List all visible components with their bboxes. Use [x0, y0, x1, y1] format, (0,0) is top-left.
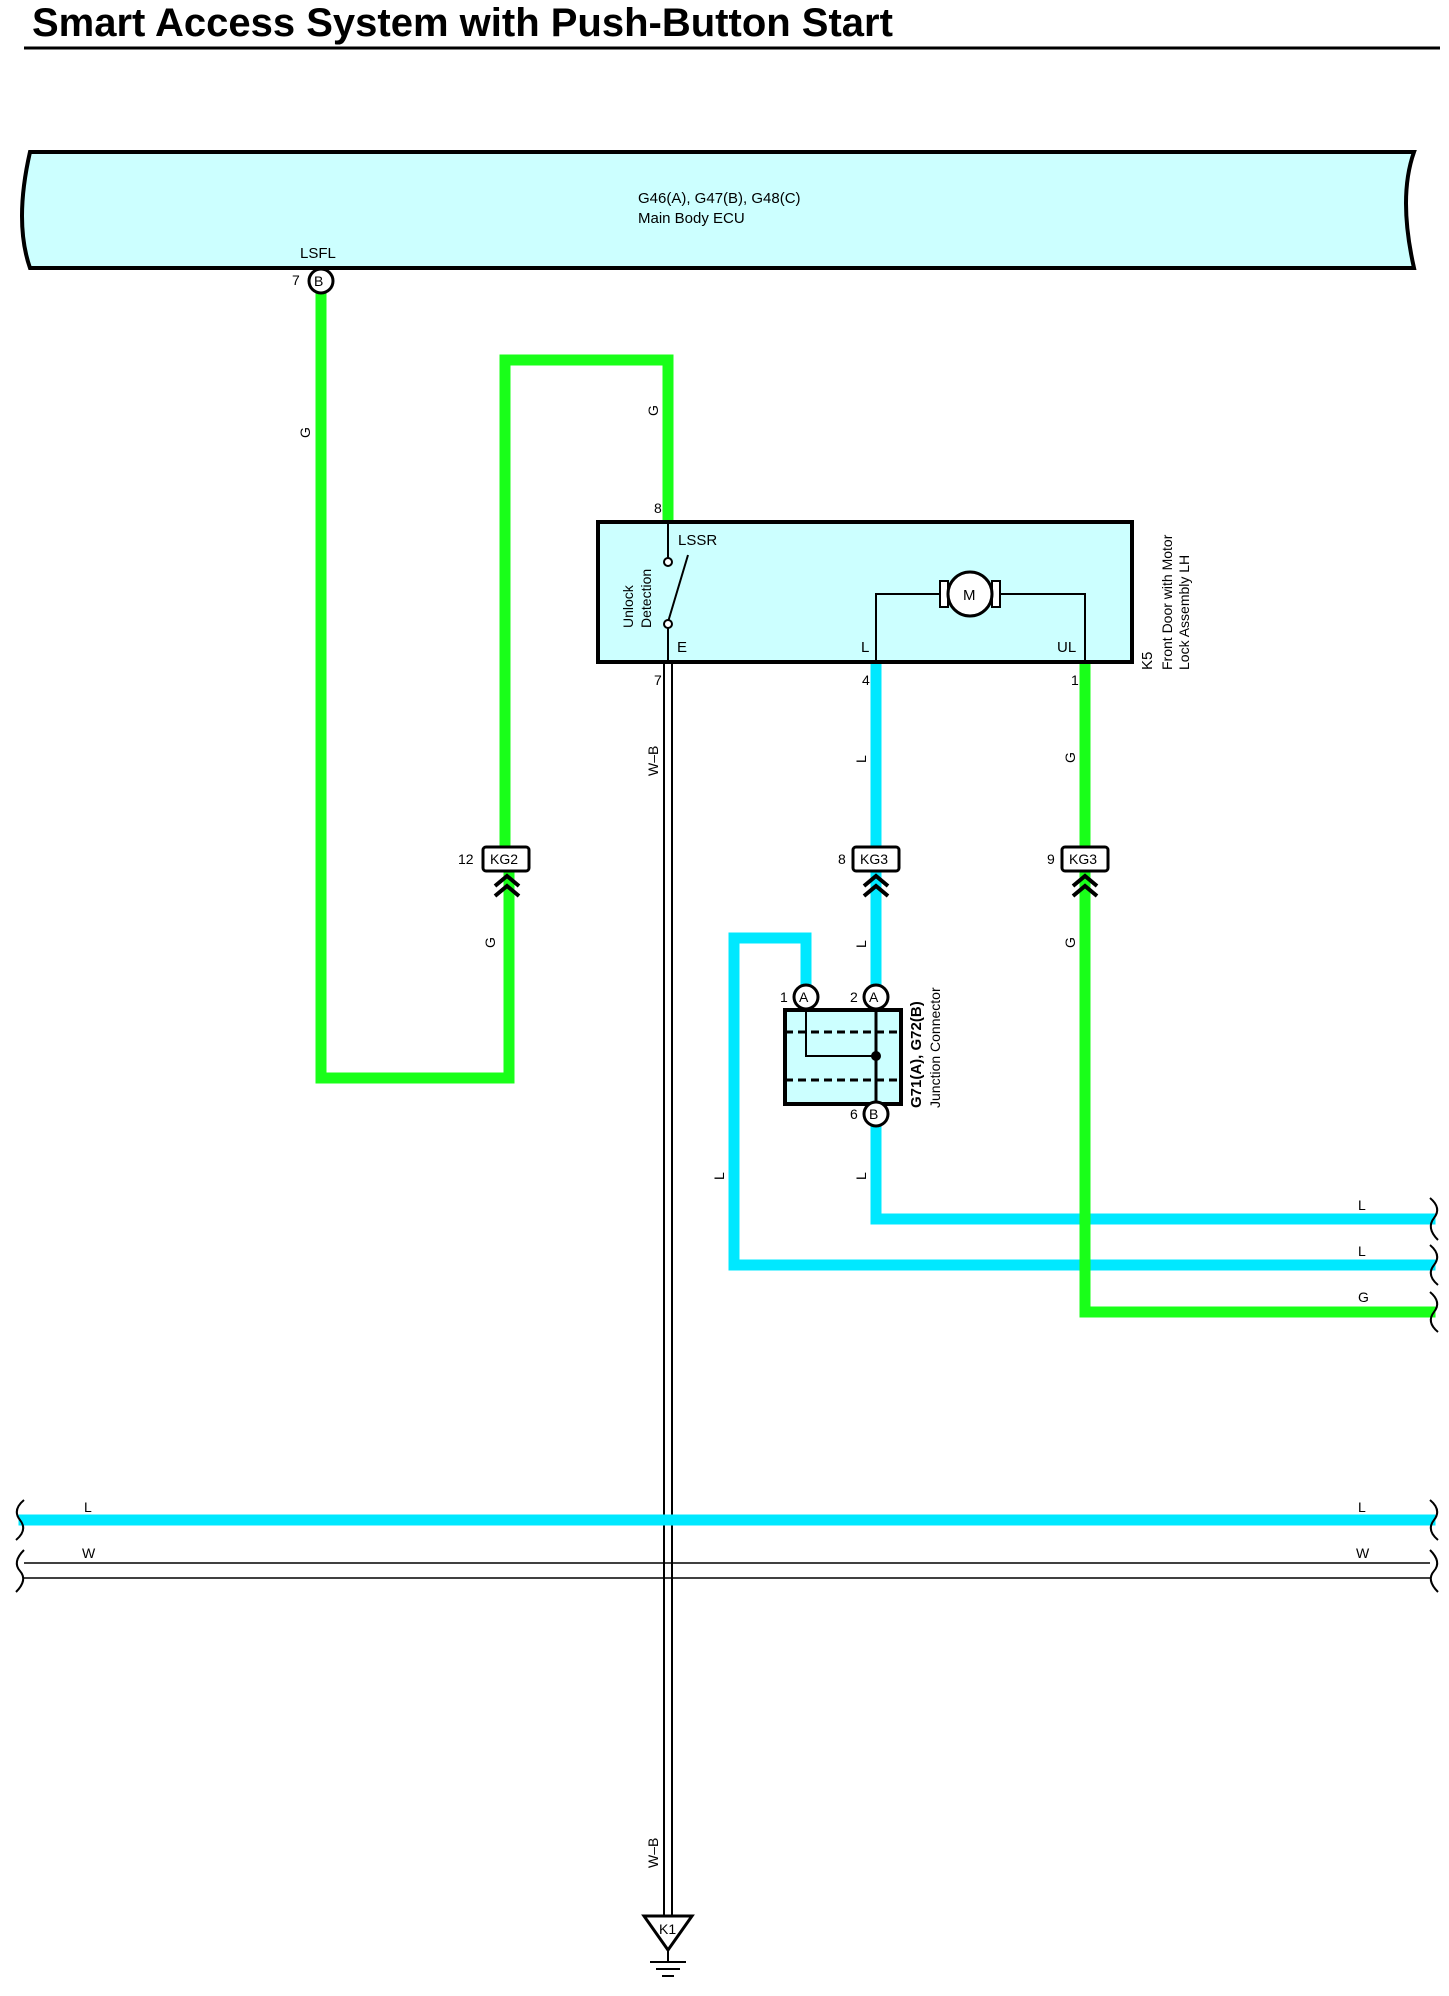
junction-connector: A 1 A 2 B 6 G71(A), G72(B) Junction Conn…: [780, 983, 943, 1128]
pin-l-number: 4: [862, 672, 870, 688]
wire-break-markers: [15, 1197, 1439, 1593]
junction-pin-2-num: 2: [850, 989, 858, 1005]
wire-label-l-6: L: [1358, 1243, 1366, 1259]
wire-label-l-3: L: [853, 1172, 869, 1180]
motor-symbol: M: [963, 587, 976, 604]
door-lock-assembly: LSSR Unlock Detection E M L UL 8 7 4 1 K…: [596, 500, 1192, 688]
kg3-g-connector-name: KG3: [1069, 851, 1097, 867]
wire-label-g-3: G: [482, 937, 498, 948]
kg3-l-chevron-icon: [862, 873, 890, 898]
ground-triangle: [641, 1914, 695, 1953]
ground-k1: K1: [641, 1914, 695, 1977]
junction-internal-link: [805, 1000, 876, 1057]
wire-color-labels: G G G W–B W–B L L L L G G L L G L L W W: [82, 405, 1370, 1868]
junction-pin-6: [862, 1100, 890, 1128]
wire-label-wb-1: W–B: [645, 746, 661, 776]
pin-ul-number: 1: [1071, 672, 1079, 688]
wire-label-l-8: L: [1358, 1499, 1366, 1515]
terminal-e-label: E: [677, 639, 687, 656]
kg3-connector-g: KG3 9: [1047, 845, 1110, 898]
ecu-connectors-label: G46(A), G47(B), G48(C): [638, 190, 801, 207]
wire-label-l-5: L: [1358, 1197, 1366, 1213]
junction-pin-1-num: 1: [780, 989, 788, 1005]
page-title: Smart Access System with Push-Button Sta…: [32, 1, 893, 45]
wire-label-w-1: W: [82, 1545, 96, 1561]
svg-text:B: B: [314, 273, 323, 289]
switch-label-line2: Detection: [638, 569, 654, 628]
kg2-pin-number: 12: [458, 851, 474, 867]
switch-name-label: LSSR: [678, 532, 717, 549]
kg3-l-pin-number: 8: [838, 851, 846, 867]
junction-name-line2: Junction Connector: [927, 987, 943, 1108]
kg3-connector-l: KG3 8: [838, 845, 901, 898]
wire-label-g-5: G: [1062, 937, 1078, 948]
switch-label-line1: Unlock: [620, 584, 636, 628]
junction-pin-1-conn: A: [799, 989, 809, 1005]
wire-label-g-4: G: [1062, 752, 1078, 763]
door-lock-name-line2: Lock Assembly LH: [1176, 555, 1192, 670]
wire-label-l-7: L: [84, 1499, 92, 1515]
kg3-g-pin-number: 9: [1047, 851, 1055, 867]
ground-name: K1: [659, 1921, 676, 1937]
wire-wb-ground: [663, 662, 673, 1916]
junction-pin-2: [862, 983, 890, 1011]
wire-label-wb-2: W–B: [645, 1838, 661, 1868]
kg2-chevron-icon: [493, 873, 521, 898]
wire-l-junction-loop: [728, 932, 1436, 1271]
ecu-terminal-label: LSFL: [300, 245, 336, 262]
kg3-l-connector-name: KG3: [860, 851, 888, 867]
junction-pin-6-num: 6: [850, 1106, 858, 1122]
main-body-ecu: G46(A), G47(B), G48(C) Main Body ECU LSF…: [20, 150, 1417, 288]
pin-e-number: 7: [654, 672, 662, 688]
motor-lead-left: [875, 593, 940, 662]
wire-l-junction-out: [870, 1112, 1436, 1225]
terminal-ul-label: UL: [1057, 639, 1076, 656]
switch-blade: [667, 554, 689, 623]
wire-label-l-4: L: [711, 1172, 727, 1180]
wire-g-ecu-to-kg2: [315, 275, 515, 1084]
junction-splice-dot: [871, 1051, 881, 1061]
motor-icon: [946, 570, 994, 618]
junction-pin-2-conn: A: [869, 989, 879, 1005]
wire-label-g-6: G: [1358, 1289, 1369, 1305]
door-lock-box: [596, 520, 1134, 664]
switch-contact-bottom: [663, 619, 673, 629]
terminal-l-label: L: [861, 639, 869, 656]
ecu-pin-number: 7: [292, 272, 300, 288]
wire-label-w-2: W: [1356, 1545, 1370, 1561]
wire-w-bottom-bus: [24, 1562, 1430, 1579]
wire-label-l-1: L: [853, 755, 869, 763]
kg3-g-chevron-icon: [1071, 873, 1099, 898]
wire-label-l-2: L: [853, 940, 869, 948]
pin-lssr-number: 8: [654, 500, 662, 516]
ecu-name-label: Main Body ECU: [638, 210, 745, 227]
wire-label-g-2: G: [645, 405, 661, 416]
ecu-pin-connector: B: [307, 267, 335, 295]
motor-lead-right: [1000, 593, 1086, 662]
door-lock-id: K5: [1139, 652, 1156, 670]
ecu-box: [20, 150, 1417, 270]
kg2-connector: KG2 12: [458, 845, 531, 898]
wire-g-kg3-out: [1079, 866, 1436, 1318]
wire-g-kg2-to-door: [499, 354, 674, 864]
junction-pin-1: [792, 983, 820, 1011]
door-lock-name-line1: Front Door with Motor: [1159, 534, 1175, 670]
kg2-connector-name: KG2: [490, 851, 518, 867]
junction-box: [783, 1008, 903, 1106]
junction-pin-6-conn: B: [869, 1106, 878, 1122]
switch-contact-top: [663, 557, 673, 567]
wire-label-g-1: G: [297, 427, 313, 438]
junction-name-line1: G71(A), G72(B): [908, 1001, 925, 1108]
